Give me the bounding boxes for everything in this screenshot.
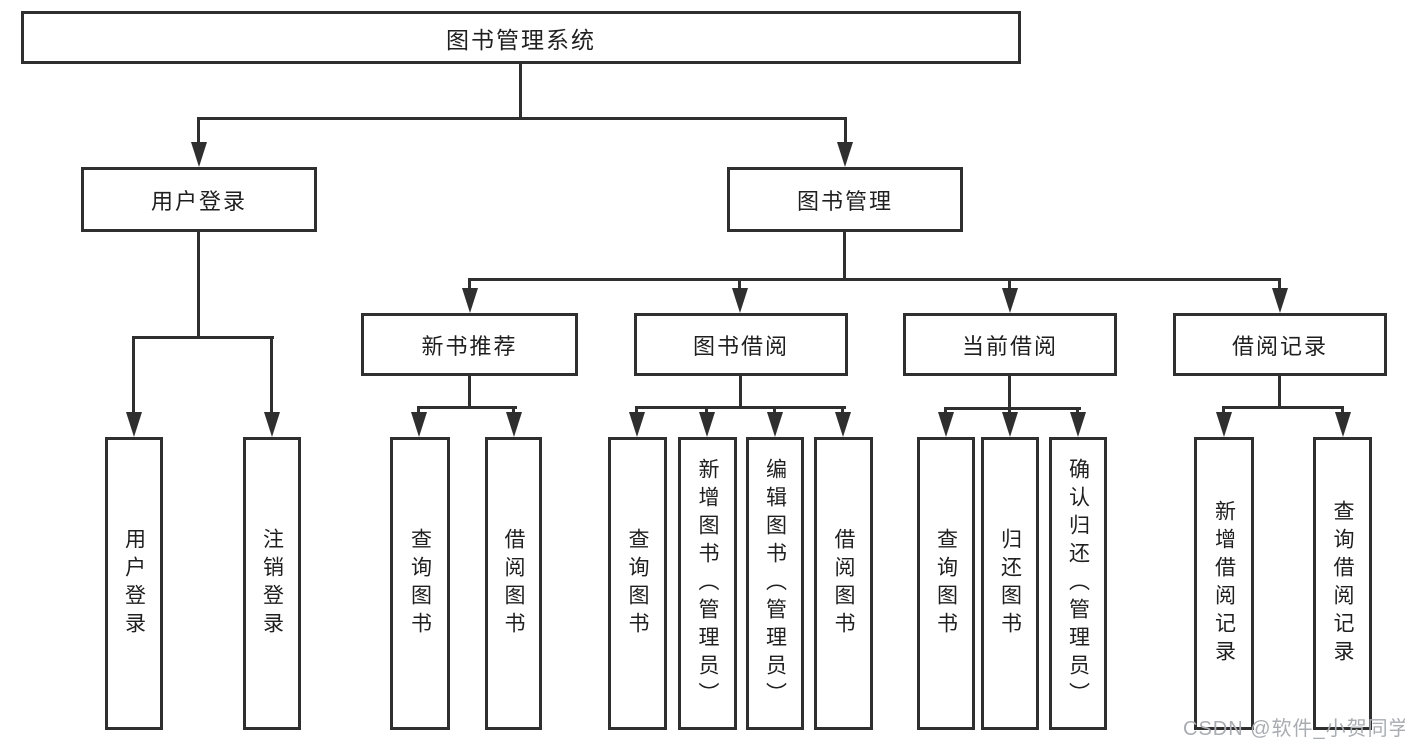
connector-vline [738,278,741,292]
leaf-return-book-label: 归还图书 [998,527,1022,640]
connector-vline [132,336,135,416]
arrowhead-down-icon [191,142,207,167]
leaf-query-borrow-record: 查询借阅记录 [1313,437,1372,730]
connector-hline [1222,406,1344,409]
arrowhead-down-icon [732,288,748,313]
connector-vline [635,406,638,416]
arrowhead-down-icon [938,412,954,437]
connector-vline [468,376,471,409]
connector-vline [773,406,776,416]
connector-vline [197,232,200,339]
connector-vline [270,336,273,416]
leaf-query-books-borrow: 查询图书 [608,437,667,730]
leaf-borrow-books: 借阅图书 [814,437,873,730]
connector-vline [843,232,846,281]
node-book-management: 图书管理 [727,167,963,232]
connector-vline [944,407,947,416]
leaf-user-login-label: 用户登录 [122,527,146,640]
leaf-query-books-current: 查询图书 [917,437,975,730]
connector-vline [1008,376,1011,410]
arrowhead-down-icon [699,412,715,437]
connector-hline [132,336,274,339]
arrowhead-down-icon [462,288,478,313]
connector-hline [635,406,846,409]
arrowhead-down-icon [1216,412,1232,437]
connector-vline [1278,278,1281,292]
connector-vline [512,406,515,416]
connector-hline [468,278,1281,281]
connector-vline [1076,407,1079,416]
leaf-query-books-recommend-label: 查询图书 [408,527,432,640]
leaf-edit-book-admin-label: 编辑图书（管理员） [763,457,787,710]
node-borrow-record: 借阅记录 [1173,313,1387,376]
leaf-return-book: 归还图书 [981,437,1039,730]
node-current-borrow: 当前借阅 [903,313,1117,376]
connector-vline [417,406,420,416]
arrowhead-down-icon [506,412,522,437]
connector-vline [1008,407,1011,416]
arrowhead-down-icon [1272,288,1288,313]
leaf-logout-label: 注销登录 [260,527,284,640]
arrowhead-down-icon [1002,412,1018,437]
node-book-borrow: 图书借阅 [634,313,848,376]
arrowhead-down-icon [126,412,142,437]
leaf-borrow-books-recommend-label: 借阅图书 [502,527,525,640]
connector-hline [417,406,517,409]
connector-vline [1341,406,1344,416]
arrowhead-down-icon [1335,412,1351,437]
arrowhead-down-icon [629,412,645,437]
leaf-logout: 注销登录 [243,437,301,730]
node-root: 图书管理系统 [21,11,1021,64]
connector-vline [468,278,471,292]
connector-vline [197,117,200,145]
arrowhead-down-icon [837,142,853,167]
connector-vline [1222,406,1225,416]
node-user-login: 用户登录 [81,167,317,232]
connector-hline [944,407,1081,410]
leaf-edit-book-admin: 编辑图书（管理员） [746,437,804,730]
leaf-borrow-books-label: 借阅图书 [832,527,855,640]
connector-vline [519,64,522,118]
leaf-user-login: 用户登录 [105,437,163,730]
arrowhead-down-icon [411,412,427,437]
leaf-add-book-admin: 新增图书（管理员） [678,437,737,730]
arrowhead-down-icon [835,412,851,437]
connector-vline [705,406,708,416]
leaf-add-borrow-record-label: 新增借阅记录 [1212,499,1236,668]
arrowhead-down-icon [264,412,280,437]
node-new-book-recommend: 新书推荐 [361,313,578,376]
leaf-query-borrow-record-label: 查询借阅记录 [1331,499,1354,668]
leaf-borrow-books-recommend: 借阅图书 [485,437,542,730]
connector-hline [197,117,847,120]
arrowhead-down-icon [767,412,783,437]
connector-vline [841,406,844,416]
leaf-query-books-current-label: 查询图书 [934,527,958,640]
csdn-watermark: CSDN @软件_小贺同学 [1183,718,1405,740]
leaf-query-books-recommend: 查询图书 [390,437,450,730]
leaf-confirm-return-admin: 确认归还（管理员） [1049,437,1107,730]
arrowhead-down-icon [1070,412,1086,437]
leaf-add-book-admin-label: 新增图书（管理员） [696,457,719,710]
leaf-add-borrow-record: 新增借阅记录 [1194,437,1254,730]
connector-vline [844,117,847,145]
leaf-confirm-return-admin-label: 确认归还（管理员） [1066,457,1090,710]
leaf-query-books-borrow-label: 查询图书 [626,527,649,640]
connector-vline [1008,278,1011,292]
arrowhead-down-icon [1002,288,1018,313]
connector-vline [739,376,742,409]
connector-vline [1278,376,1281,409]
